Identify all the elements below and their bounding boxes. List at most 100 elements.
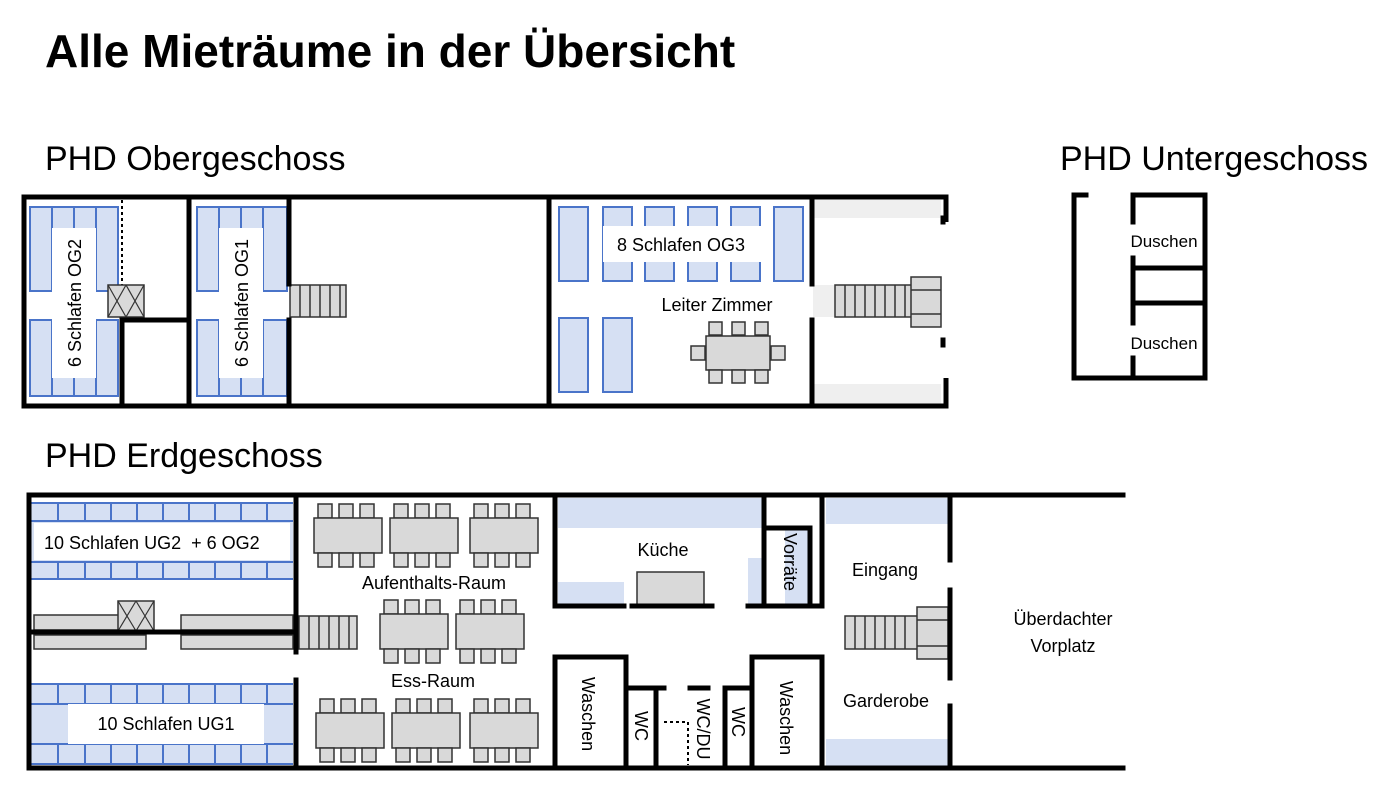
page-title: Alle Mieträume in der Übersicht bbox=[45, 25, 735, 77]
bed bbox=[773, 206, 804, 282]
chair bbox=[361, 698, 377, 714]
room-label-vorplatz-1: Überdachter bbox=[1013, 609, 1112, 629]
room-label-kueche: Küche bbox=[637, 540, 688, 560]
chair bbox=[435, 552, 451, 568]
room-label-og1: 6 Schlafen OG1 bbox=[232, 239, 252, 367]
room-label-vorplatz-2: Vorplatz bbox=[1030, 636, 1095, 656]
dining-furniture bbox=[313, 503, 539, 763]
chair bbox=[359, 552, 375, 568]
dining-table bbox=[469, 712, 539, 749]
floor-title-eg: PHD Erdgeschoss bbox=[45, 437, 323, 475]
room-vorraete: Vorräte bbox=[780, 528, 811, 604]
chair bbox=[473, 698, 489, 714]
chair bbox=[338, 552, 354, 568]
stair-og-left bbox=[289, 284, 347, 318]
room-label-og2: 6 Schlafen OG2 bbox=[65, 239, 85, 367]
chair bbox=[383, 648, 399, 664]
chair bbox=[425, 648, 441, 664]
room-ug1: 10 Schlafen UG1 bbox=[31, 683, 293, 765]
bed bbox=[558, 317, 589, 393]
chair bbox=[340, 698, 356, 714]
chair bbox=[480, 599, 496, 615]
table bbox=[705, 335, 771, 371]
floor-title-og: PHD Obergeschoss bbox=[45, 140, 345, 178]
chair bbox=[319, 698, 335, 714]
room-label-eingang: Eingang bbox=[852, 560, 918, 580]
chair bbox=[437, 747, 453, 763]
chair bbox=[416, 698, 432, 714]
shower-partition-dotted bbox=[664, 721, 689, 765]
room-og3: 8 Schlafen OG3 Leiter Zimmer bbox=[558, 206, 804, 393]
bed bbox=[558, 206, 589, 282]
chair bbox=[459, 648, 475, 664]
floor-og: 6 Schlafen OG2 6 Schlafen OG1 bbox=[21, 194, 950, 409]
chair bbox=[473, 503, 489, 519]
room-label-wcdu: WC/DU bbox=[693, 699, 713, 760]
chair bbox=[437, 698, 453, 714]
room-label-duschen-2: Duschen bbox=[1130, 334, 1197, 353]
room-label-leiter: Leiter Zimmer bbox=[661, 295, 772, 315]
chair bbox=[361, 747, 377, 763]
stair-eg-left bbox=[298, 615, 358, 650]
chair bbox=[393, 503, 409, 519]
bed bbox=[602, 317, 633, 393]
chair bbox=[501, 599, 517, 615]
chair bbox=[359, 503, 375, 519]
room-og2: 6 Schlafen OG2 bbox=[29, 200, 145, 397]
floor-ug: Duschen Duschen bbox=[1071, 192, 1208, 381]
chair bbox=[473, 552, 489, 568]
chair bbox=[480, 648, 496, 664]
chair bbox=[459, 599, 475, 615]
room-ug2: 10 Schlafen UG2 + 6 OG2 bbox=[31, 502, 293, 580]
chair bbox=[501, 648, 517, 664]
chair bbox=[383, 599, 399, 615]
chair bbox=[395, 747, 411, 763]
chair bbox=[515, 747, 531, 763]
dining-table bbox=[455, 613, 525, 650]
chair bbox=[340, 747, 356, 763]
chair bbox=[395, 698, 411, 714]
ladder bbox=[107, 284, 145, 318]
chair bbox=[317, 503, 333, 519]
dining-table bbox=[315, 712, 385, 749]
chair bbox=[393, 552, 409, 568]
chair bbox=[404, 599, 420, 615]
room-label-ess: Ess-Raum bbox=[391, 671, 475, 691]
room-label-duschen-1: Duschen bbox=[1130, 232, 1197, 251]
floor-eg: 10 Schlafen UG2 + 6 OG2 bbox=[26, 492, 1126, 771]
chair bbox=[435, 503, 451, 519]
room-label-garderobe: Garderobe bbox=[843, 691, 929, 711]
chair bbox=[494, 747, 510, 763]
dining-table bbox=[313, 517, 383, 554]
chair bbox=[414, 503, 430, 519]
room-eingang: Eingang Garderobe bbox=[826, 498, 949, 767]
bench bbox=[33, 634, 147, 650]
room-label-waschen-1: Waschen bbox=[578, 677, 598, 751]
dining-table bbox=[389, 517, 459, 554]
room-label-wc-1: WC bbox=[631, 711, 651, 741]
dining-table bbox=[379, 613, 449, 650]
room-kueche: Küche bbox=[558, 498, 763, 606]
chair bbox=[414, 552, 430, 568]
walls-eg bbox=[26, 492, 1126, 771]
bench bbox=[180, 634, 294, 650]
chair bbox=[404, 648, 420, 664]
room-label-ug2: 10 Schlafen UG2 + 6 OG2 bbox=[44, 533, 260, 553]
room-label-og3: 8 Schlafen OG3 bbox=[617, 235, 745, 255]
ladder bbox=[117, 600, 155, 632]
room-label-ug1: 10 Schlafen UG1 bbox=[97, 714, 234, 734]
room-label-vorraete: Vorräte bbox=[780, 533, 800, 591]
room-label-wc-2: WC bbox=[728, 707, 748, 737]
chair bbox=[416, 747, 432, 763]
bench bbox=[180, 614, 294, 631]
chair bbox=[338, 503, 354, 519]
chair bbox=[494, 503, 510, 519]
dining-table bbox=[391, 712, 461, 749]
room-label-waschen-2: Waschen bbox=[776, 681, 796, 755]
chair bbox=[319, 747, 335, 763]
chair bbox=[515, 698, 531, 714]
chair bbox=[317, 552, 333, 568]
chair bbox=[494, 552, 510, 568]
walls-og bbox=[21, 194, 950, 409]
